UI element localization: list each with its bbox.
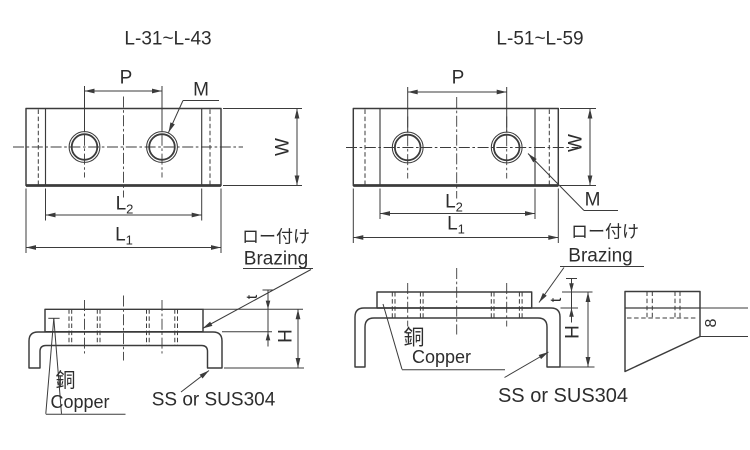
right-top-dimensions	[352, 87, 618, 243]
copper-note-en-right: Copper	[411, 346, 472, 367]
right-top-view	[346, 97, 578, 199]
copper-bar-outline	[376, 291, 533, 309]
left-top-view	[13, 96, 243, 198]
left-model-title: L-31~L-43	[124, 28, 212, 50]
dim-label-t-right: t	[547, 297, 565, 302]
right-end-view	[624, 290, 748, 373]
dim-label-t-left: t	[243, 294, 261, 300]
material-note-right: SS or SUS304	[497, 385, 629, 407]
material-note-left: SS or SUS304	[151, 389, 276, 410]
right-side-dimensions	[382, 266, 644, 378]
copper-note-jp-right: 銅	[403, 326, 425, 349]
dim-label-h-right: H	[562, 325, 583, 339]
dim-label-p-right: P	[451, 67, 465, 88]
dim-label-w-left: W	[272, 137, 293, 156]
left-side-dimensions	[45, 268, 313, 415]
dim-label-w-right: W	[565, 134, 587, 152]
brazing-note-en-right: Brazing	[568, 245, 633, 267]
dim-label-8-end-view: 8	[702, 318, 720, 327]
copper-bar-outline	[44, 308, 204, 333]
copper-note-jp-left: 銅	[55, 369, 76, 392]
dim-label-l1-left: L1	[115, 224, 133, 247]
left-top-dimensions	[25, 86, 302, 253]
left-side-view	[28, 295, 223, 369]
dim-label-m-right: M	[584, 189, 601, 210]
copper-note-en-left: Copper	[50, 391, 110, 412]
dim-label-l2-right: L2	[445, 191, 463, 215]
dim-label-l2-left: L2	[115, 193, 134, 216]
right-model-title: L-51~L-59	[496, 28, 584, 50]
dim-label-l1-right: L1	[447, 213, 465, 237]
dim-label-p-left: P	[119, 67, 133, 88]
steel-bracket-outline	[28, 331, 223, 369]
brazing-note-jp-right: ロー付け	[571, 222, 639, 241]
brazing-note-jp-left: ロー付け	[242, 227, 310, 246]
brazing-note-en-left: Brazing	[243, 248, 309, 269]
dim-label-m-left: M	[193, 79, 209, 100]
dim-label-h-left: H	[275, 328, 296, 343]
